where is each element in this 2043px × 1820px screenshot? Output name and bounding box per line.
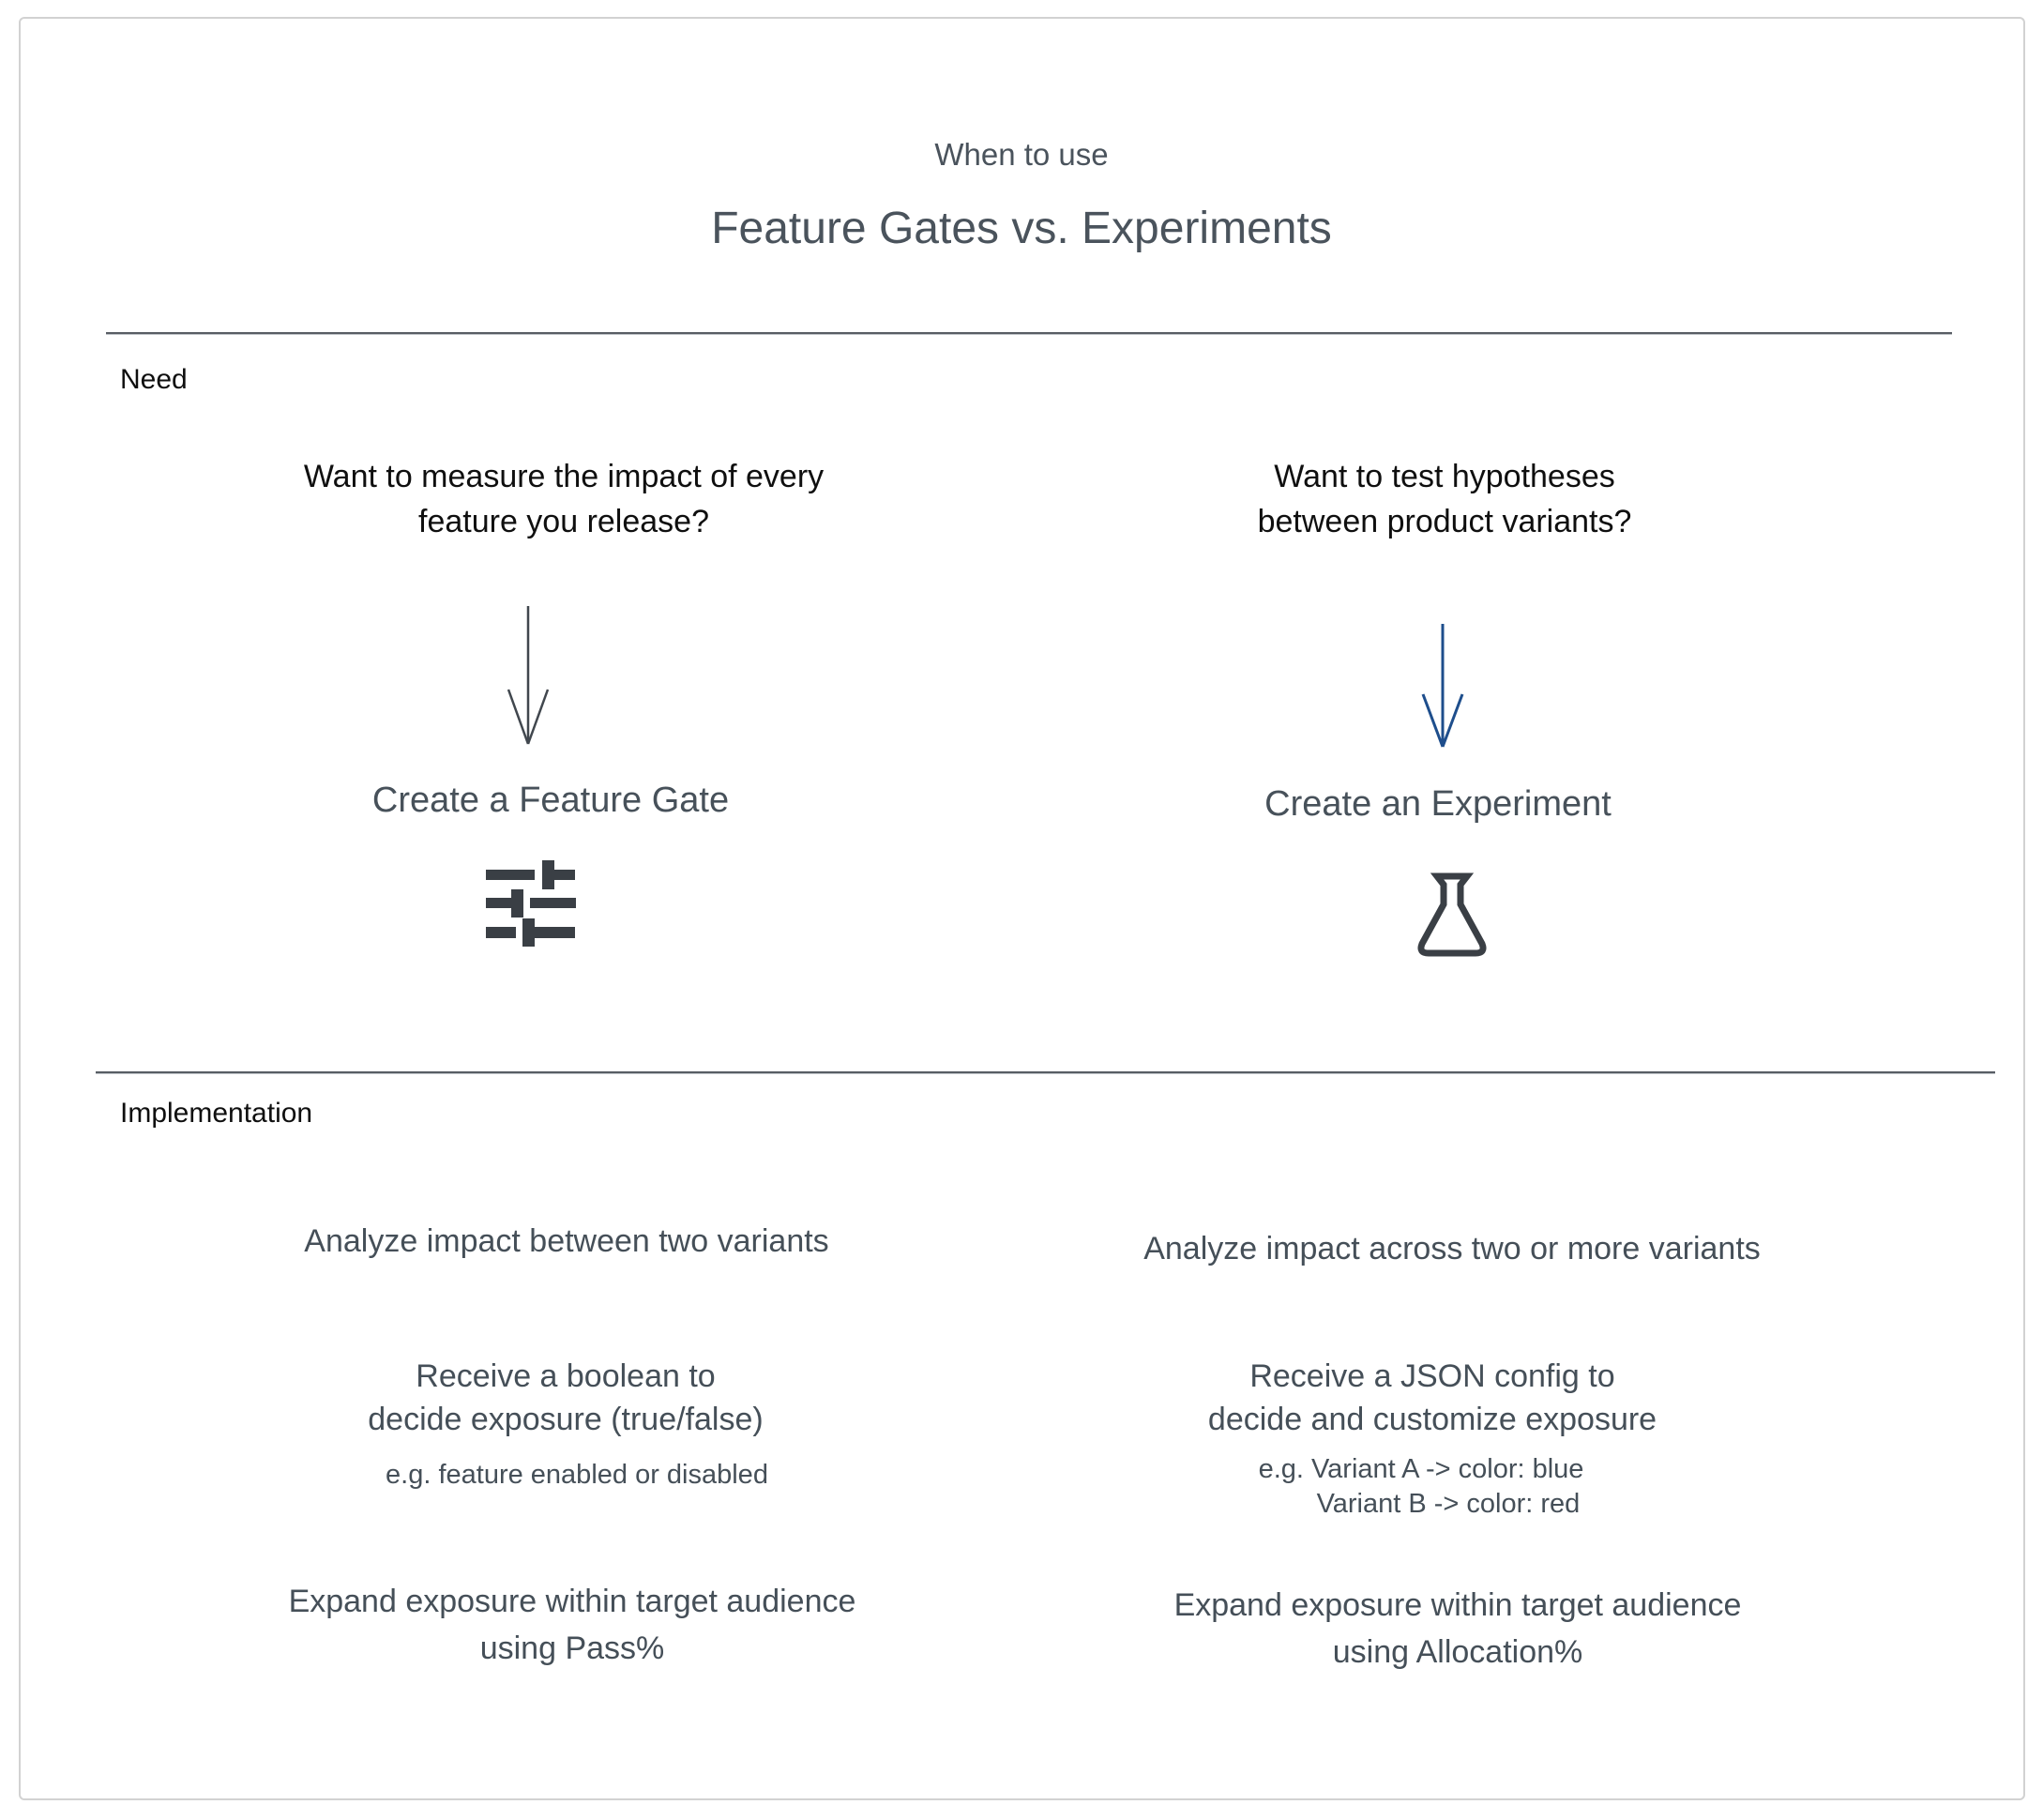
experiment-receive-text: Receive a JSON config to decide and cust… bbox=[1057, 1355, 1808, 1441]
down-arrow-icon bbox=[507, 606, 550, 745]
tune-sliders-icon bbox=[486, 860, 576, 947]
feature-gate-expand-line2: using Pass% bbox=[479, 1630, 665, 1666]
feature-gate-question-line2: feature you release? bbox=[418, 504, 709, 539]
implementation-section-divider bbox=[96, 1071, 1995, 1074]
need-section-divider bbox=[106, 332, 1952, 335]
feature-gate-question-line1: Want to measure the impact of every bbox=[303, 459, 825, 494]
feature-gate-expand-line1: Expand exposure within target audience bbox=[288, 1584, 856, 1619]
feature-gate-question: Want to measure the impact of every feat… bbox=[189, 454, 939, 544]
experiment-question-line1: Want to test hypotheses bbox=[1274, 459, 1615, 494]
page-title: Feature Gates vs. Experiments bbox=[711, 204, 1332, 253]
experiment-receive-line2: decide and customize exposure bbox=[1207, 1402, 1657, 1437]
experiment-example-line2: Variant B -> color: red bbox=[1316, 1489, 1581, 1519]
experiment-example-line1: e.g. Variant A -> color: blue bbox=[1258, 1454, 1584, 1484]
flask-icon bbox=[1417, 872, 1487, 957]
experiment-example-block: e.g. Variant A -> color: blue Variant B … bbox=[1259, 1452, 1584, 1522]
experiment-analyze-text: Analyze impact across two or more varian… bbox=[1143, 1231, 1761, 1266]
experiment-expand-line1: Expand exposure within target audience bbox=[1173, 1587, 1742, 1623]
experiment-question: Want to test hypotheses between product … bbox=[1069, 454, 1820, 544]
feature-gate-example-text: e.g. feature enabled or disabled bbox=[386, 1460, 768, 1490]
feature-gate-expand-text: Expand exposure within target audience u… bbox=[188, 1578, 957, 1672]
feature-gate-receive-line1: Receive a boolean to bbox=[416, 1358, 716, 1394]
implementation-section-label: Implementation bbox=[120, 1098, 313, 1129]
create-experiment-label: Create an Experiment bbox=[1264, 784, 1612, 824]
header-eyebrow: When to use bbox=[934, 137, 1109, 172]
down-arrow-blue-icon bbox=[1421, 624, 1464, 748]
experiment-receive-line1: Receive a JSON config to bbox=[1249, 1358, 1615, 1394]
need-section-label: Need bbox=[120, 364, 188, 395]
create-feature-gate-label: Create a Feature Gate bbox=[371, 781, 730, 820]
experiment-question-line2: between product variants? bbox=[1257, 504, 1632, 539]
experiment-expand-text: Expand exposure within target audience u… bbox=[1073, 1582, 1842, 1676]
feature-gate-receive-text: Receive a boolean to decide exposure (tr… bbox=[190, 1355, 941, 1441]
feature-gate-receive-line2: decide exposure (true/false) bbox=[368, 1402, 764, 1437]
experiment-example-text: e.g. Variant A -> color: blue Variant B … bbox=[1046, 1452, 1796, 1522]
feature-gate-analyze-text: Analyze impact between two variants bbox=[304, 1223, 829, 1259]
page-frame bbox=[19, 17, 2025, 1800]
experiment-expand-line2: using Allocation% bbox=[1332, 1634, 1583, 1670]
